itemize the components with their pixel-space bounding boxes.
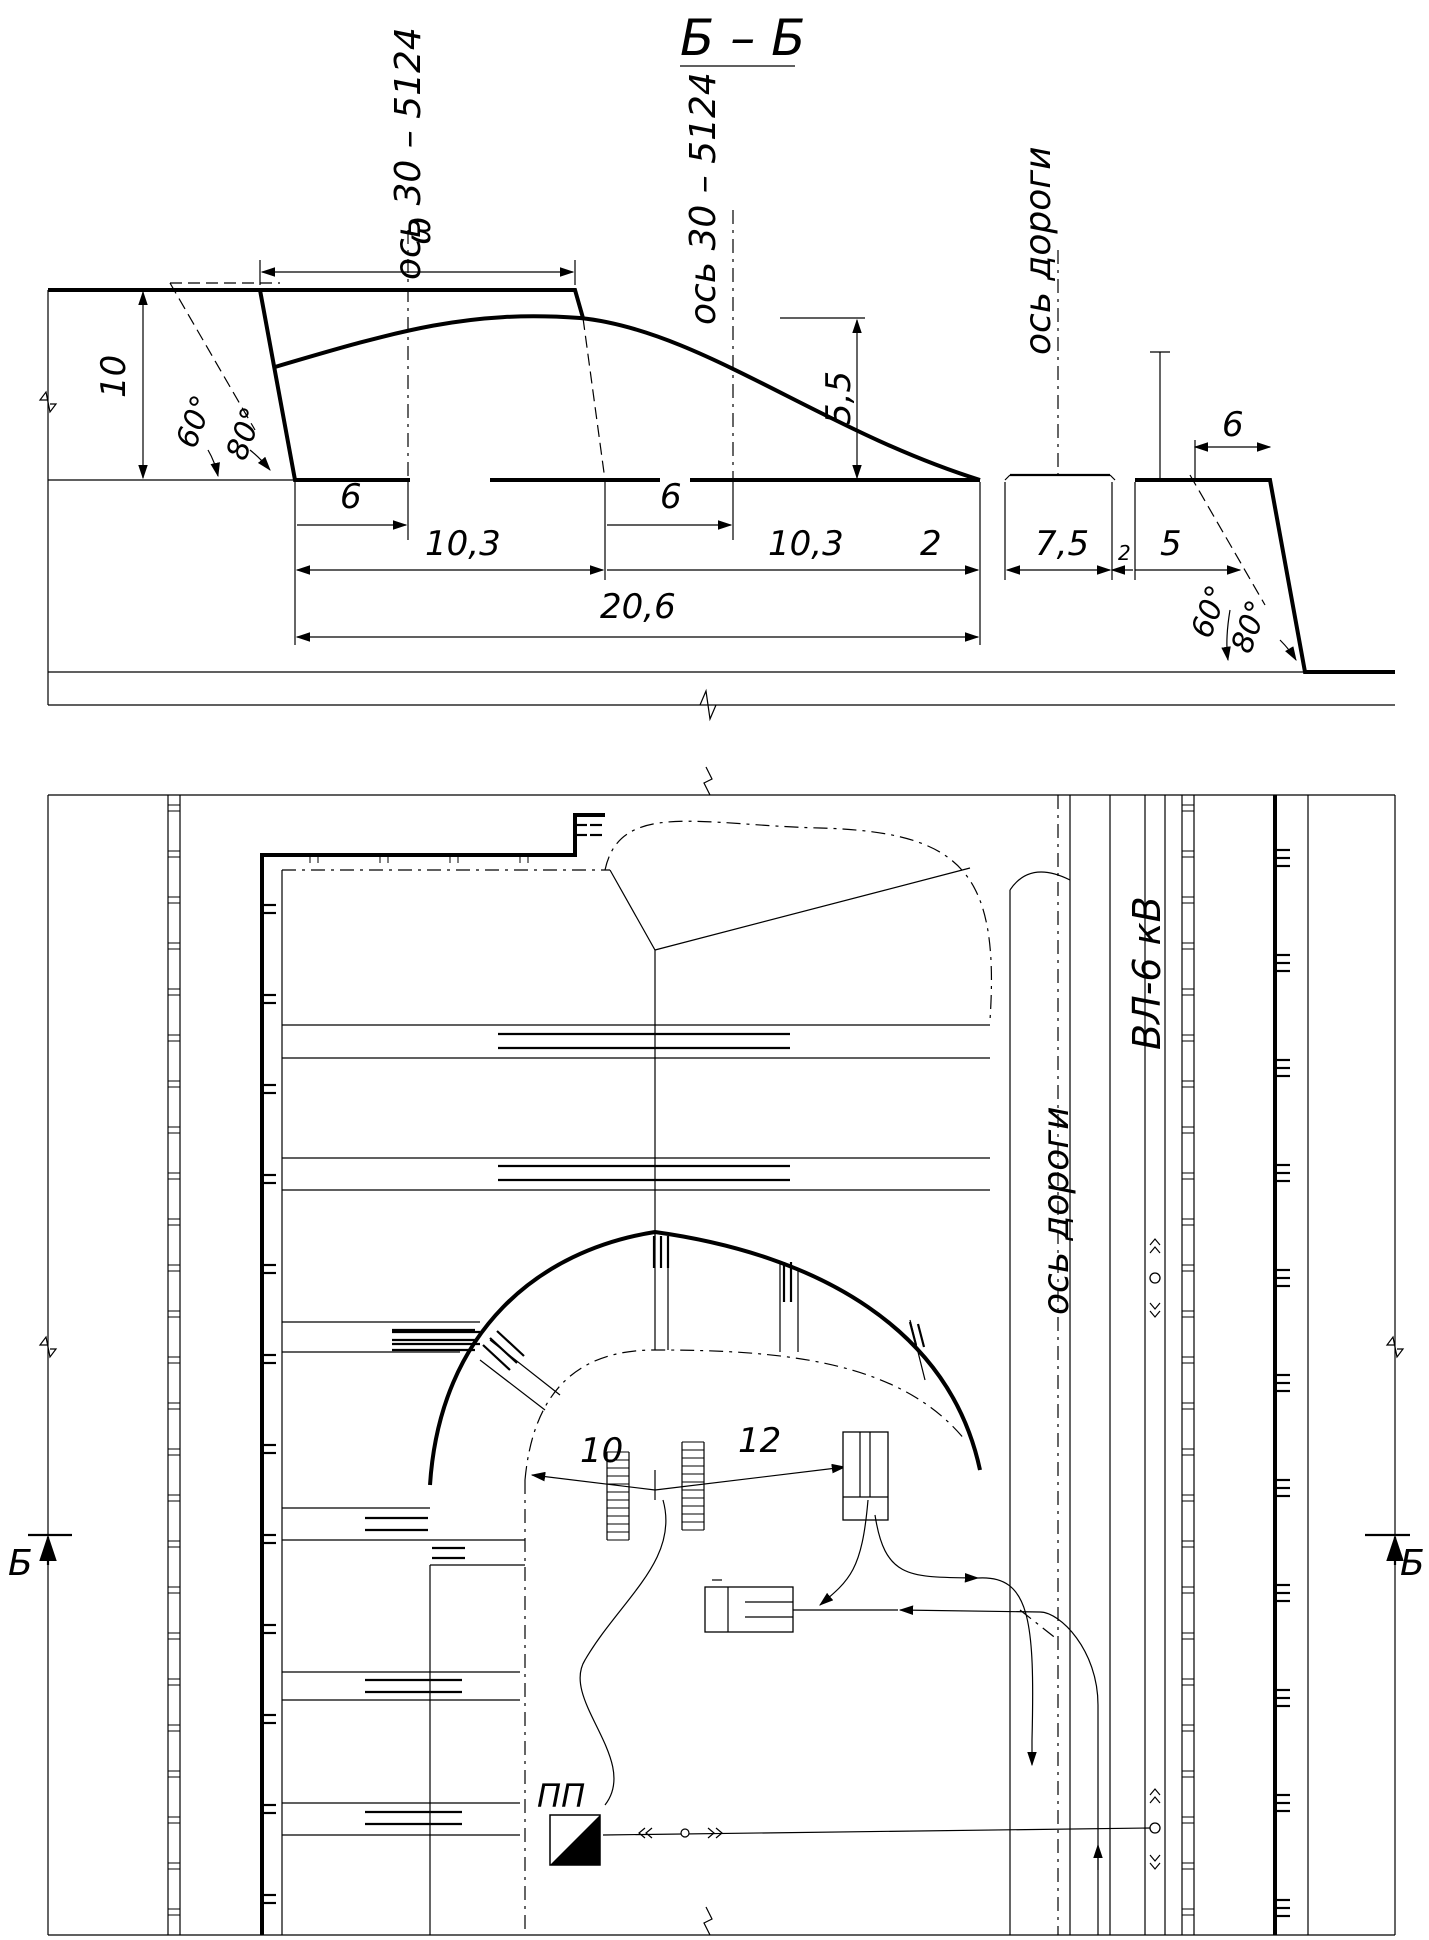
svg-text:60°: 60° — [1185, 581, 1236, 643]
arc-face — [392, 1229, 982, 1935]
excavator-reach — [530, 1463, 847, 1500]
slope-angles-left — [138, 282, 280, 480]
right-dim-6: 6 — [1222, 405, 1244, 445]
right-bench-marks — [1275, 848, 1290, 1918]
substation-label: ПП — [537, 1777, 585, 1815]
excavator-tracks — [606, 1441, 705, 1541]
svg-text:Б: Б — [1400, 1543, 1425, 1584]
angle-left-60: 60° — [170, 391, 221, 453]
svg-text:ось дороги: ось дороги — [1036, 1106, 1077, 1315]
section-title: Б – Б — [680, 9, 805, 67]
svg-text:ось 30 – 5124: ось 30 – 5124 — [388, 27, 429, 280]
svg-text:ω: ω — [399, 217, 439, 245]
dim-2-a: 2 — [920, 524, 942, 564]
radius-label-12: 12 — [738, 1421, 781, 1461]
haul-routes — [793, 1499, 1103, 1935]
pit-boundary — [260, 813, 993, 1935]
section-frame — [38, 290, 1395, 722]
dump-truck-loading — [842, 1431, 889, 1521]
svg-text:10: 10 — [580, 1431, 623, 1471]
road-lines — [1009, 795, 1166, 1935]
dim-2-b: 2 — [1118, 541, 1131, 565]
angle-left-80: 80° — [220, 403, 271, 465]
svg-text:5,5: 5,5 — [819, 371, 859, 425]
plan-view: ось дороги ВЛ-6 кВ — [8, 766, 1425, 1936]
dim-7-5: 7,5 — [1035, 524, 1089, 564]
road-axis-label: ось дороги — [1036, 1106, 1077, 1315]
svg-text:12: 12 — [738, 1421, 781, 1461]
dump-truck-moving — [704, 1579, 794, 1633]
section-mark-left: Б — [8, 1533, 72, 1584]
cross-section: Б – Б — [38, 9, 1395, 722]
left-rail-ticks — [168, 804, 180, 1916]
left-bench-marks — [262, 903, 276, 1905]
axis-label-road: ось дороги — [1018, 146, 1059, 355]
dim-10-3-a: 10,3 — [425, 524, 501, 564]
right-rails — [1181, 795, 1309, 1935]
dim-5: 5 — [1160, 524, 1182, 564]
height-label-55: 5,5 — [819, 371, 859, 425]
svg-text:ось 30 – 5124: ось 30 – 5124 — [683, 72, 724, 325]
svg-text:80°: 80° — [1225, 596, 1276, 658]
svg-text:60°: 60° — [170, 391, 221, 453]
slope-angles-right — [1189, 440, 1297, 662]
svg-text:ось дороги: ось дороги — [1018, 146, 1059, 355]
power-line-label: ВЛ-6 кВ — [1125, 896, 1169, 1050]
dim-6-b: 6 — [660, 477, 682, 517]
left-rail — [167, 795, 181, 1935]
axis-label-middle: ось 30 – 5124 — [683, 72, 724, 325]
top-bench-ticks — [309, 813, 602, 863]
dim-20-6: 20,6 — [600, 587, 676, 627]
angle-right-80: 80° — [1225, 596, 1276, 658]
benches — [282, 1024, 990, 1935]
rotated-mark: ω — [399, 217, 439, 245]
section-mark-right: Б — [1365, 1533, 1425, 1584]
bench-profile — [48, 288, 1395, 674]
dim-6-a: 6 — [340, 477, 362, 517]
plan-frame — [38, 766, 1405, 1936]
svg-text:80°: 80° — [220, 403, 271, 465]
svg-text:ВЛ-6 кВ: ВЛ-6 кВ — [1125, 896, 1169, 1050]
right-rail-ticks — [1182, 804, 1194, 1916]
dimension-lines — [294, 482, 1242, 645]
cable-route — [579, 1499, 1151, 1839]
dim-10-3-b: 10,3 — [768, 524, 844, 564]
power-line-poles — [1149, 1238, 1161, 1870]
axis-label-left: ось 30 – 5124 — [388, 27, 429, 280]
svg-text:10: 10 — [94, 355, 134, 398]
angle-right-60: 60° — [1185, 581, 1236, 643]
substation-icon — [549, 1814, 601, 1866]
height-label-10: 10 — [94, 355, 134, 398]
radius-label-10: 10 — [580, 1431, 623, 1471]
svg-text:Б: Б — [8, 1543, 33, 1584]
